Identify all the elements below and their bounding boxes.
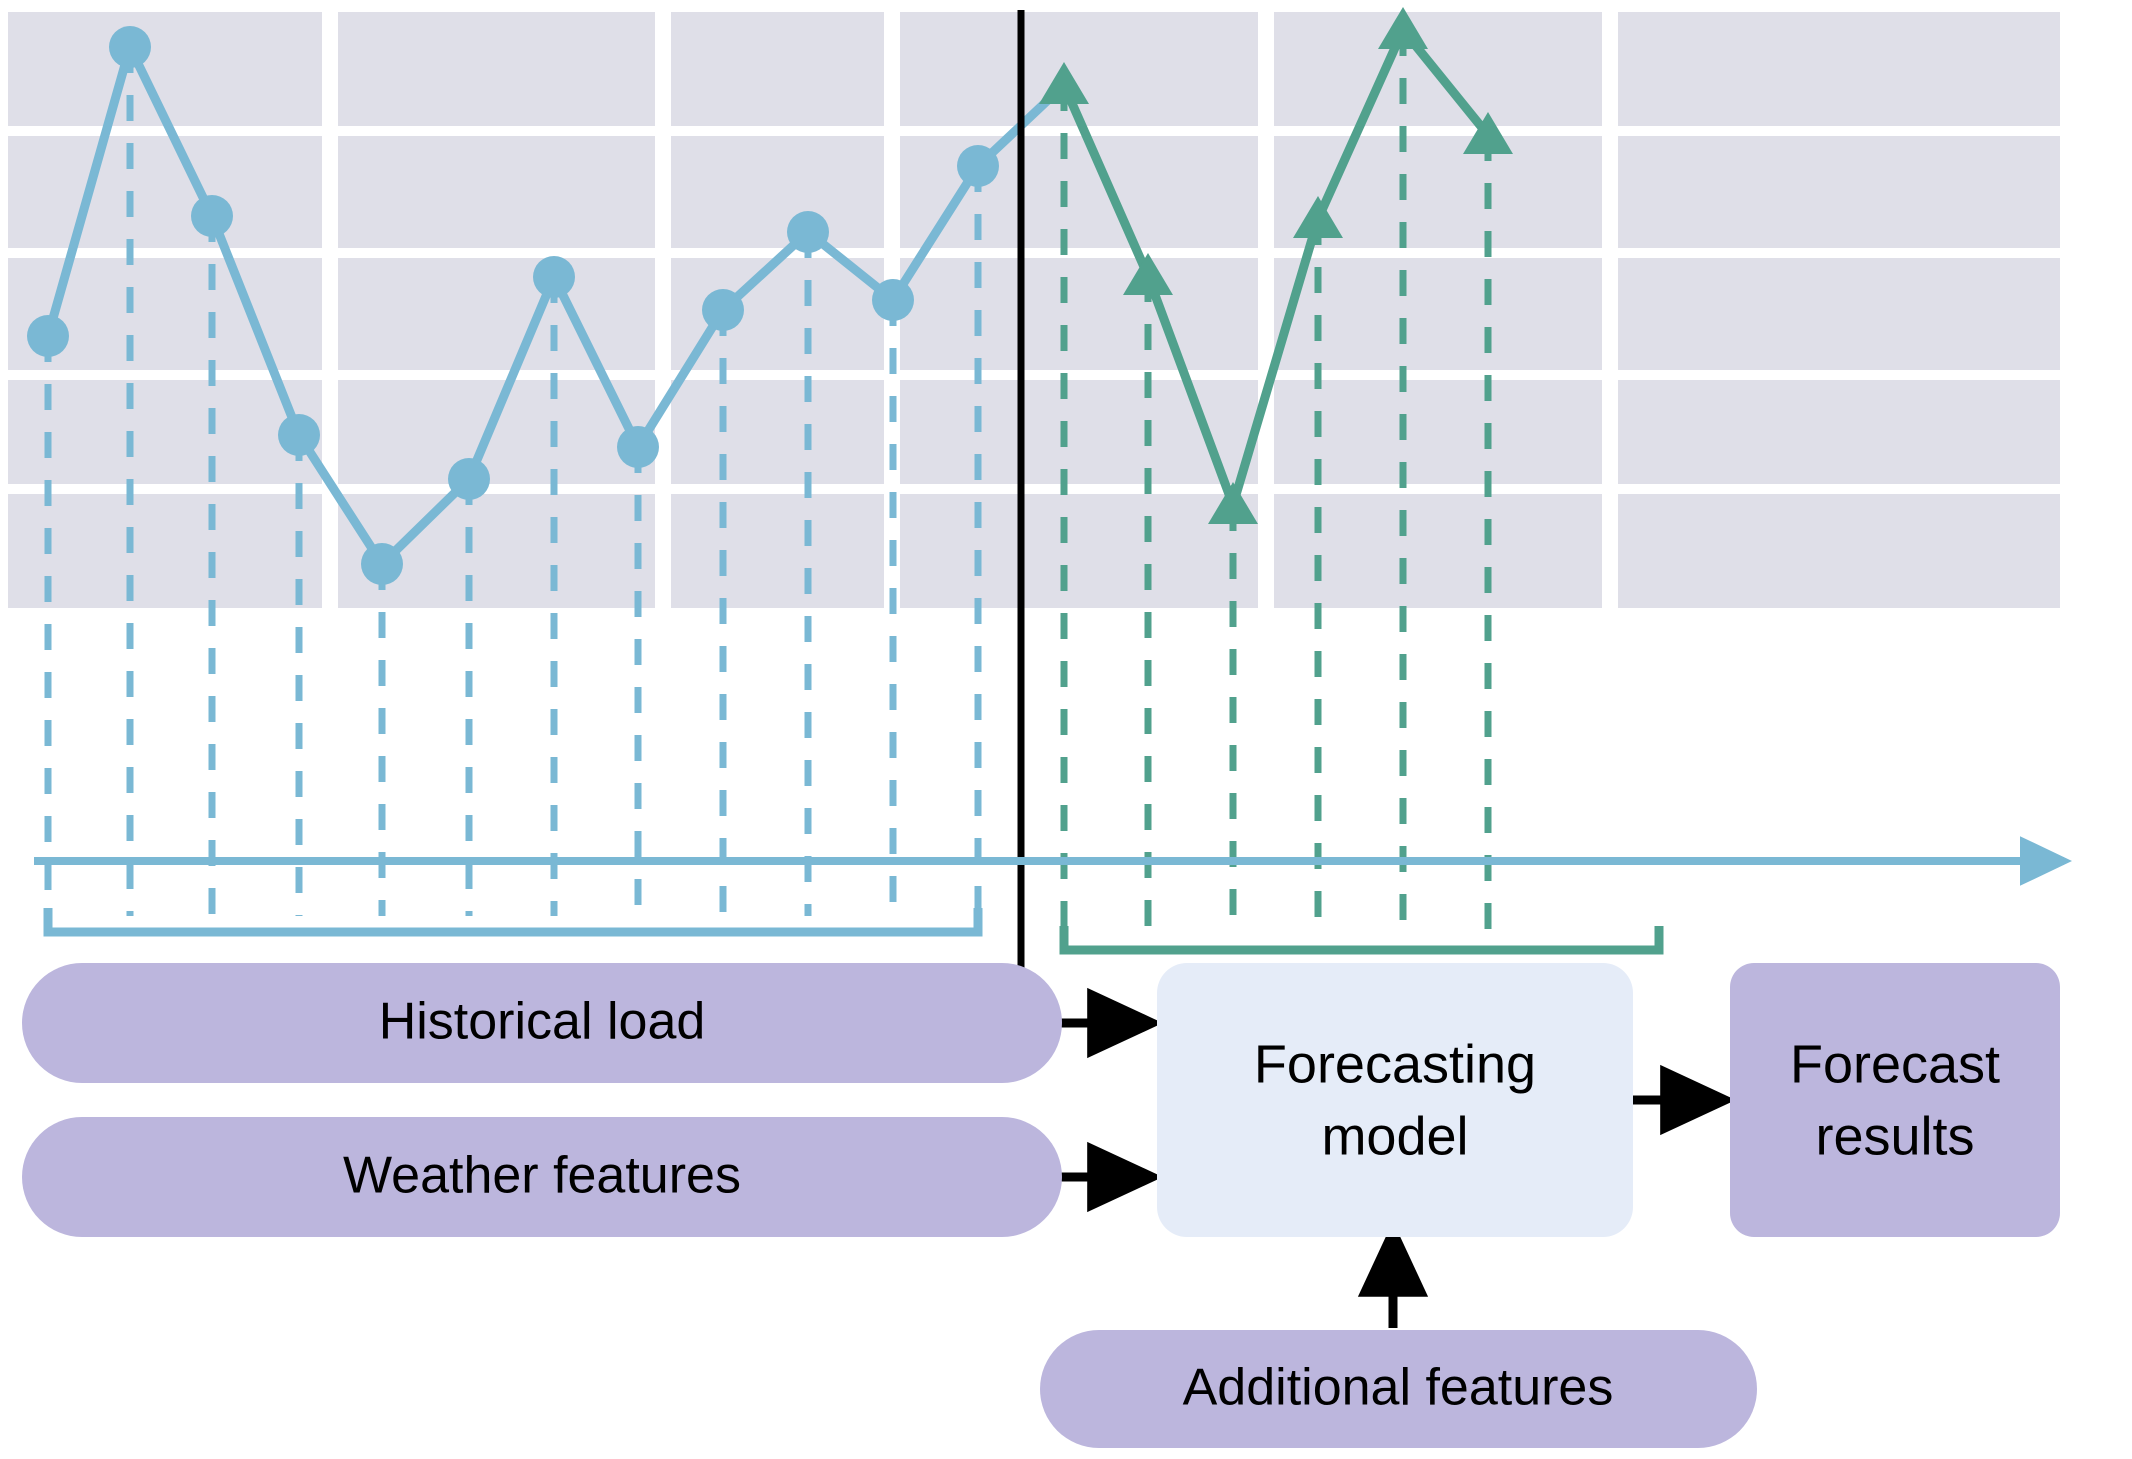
forecast-results-series — [1039, 7, 1513, 524]
forecast-results-markers — [1039, 7, 1513, 524]
additional-features-label: Additional features — [1183, 1359, 1614, 1417]
plot-background — [8, 12, 2060, 608]
box-historical-load[interactable]: Historical load — [22, 963, 1062, 1083]
historical-load-label: Historical load — [379, 993, 706, 1051]
box-forecast-results[interactable]: Forecast results — [1730, 963, 2060, 1237]
historical-load-markers — [27, 26, 999, 585]
historical-drop-lines — [44, 47, 982, 916]
weather-features-label: Weather features — [343, 1147, 741, 1205]
box-additional-features[interactable]: Additional features — [1040, 1330, 1757, 1448]
box-weather-features[interactable]: Weather features — [22, 1117, 1062, 1237]
forecast-window-bracket — [1059, 926, 1664, 955]
forecasting-model-label-line2: model — [1321, 1106, 1468, 1166]
flow-arrows — [1060, 987, 1736, 1328]
historical-window-bracket — [43, 908, 983, 937]
forecast-results-label-line2: results — [1815, 1106, 1974, 1166]
historical-load-series — [27, 26, 1069, 585]
forecast-results-label-line1: Forecast — [1790, 1034, 2000, 1094]
forecast-drop-lines — [1060, 30, 1492, 934]
box-forecasting-model[interactable]: Forecasting model — [1157, 963, 1633, 1237]
forecasting-model-label-line1: Forecasting — [1254, 1034, 1536, 1094]
